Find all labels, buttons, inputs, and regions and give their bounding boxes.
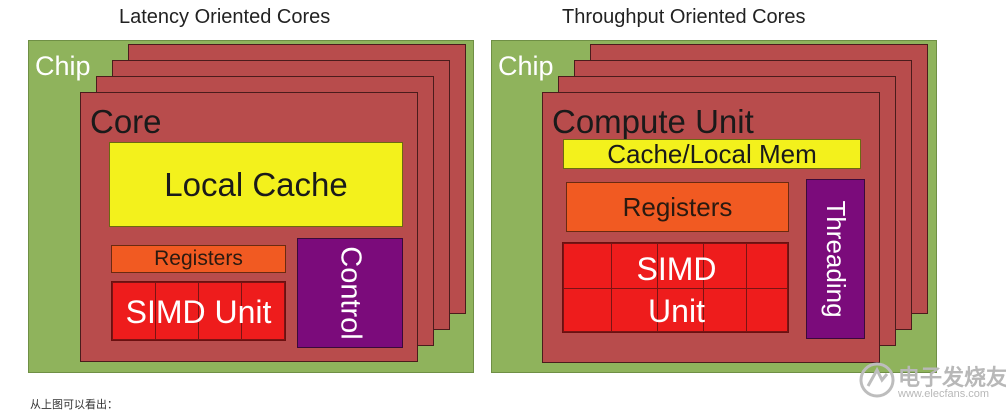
right-compute-unit: Compute Unit Cache/Local Mem Registers S… [542,92,880,363]
right-cache-local-mem: Cache/Local Mem [563,139,861,169]
left-chip-label: Chip [35,51,91,81]
right-simd-cell [746,288,788,332]
footer-caption: 从上图可以看出： [30,399,118,411]
right-threading-label: Threading [820,200,851,318]
right-threading: Threading [806,179,865,339]
left-local-cache-label: Local Cache [164,165,348,203]
right-registers: Registers [566,182,789,232]
left-simd-cell [241,282,285,340]
right-chip-label: Chip [498,51,554,81]
left-registers-label: Registers [154,247,243,270]
right-simd-unit: SIMD Unit [562,242,789,333]
right-simd-label-line1: SIMD [636,251,717,287]
right-cache-local-mem-label: Cache/Local Mem [607,138,817,169]
watermark: 电子发烧友 www.elecfans.com [858,358,1006,406]
watermark-url: www.elecfans.com [898,388,990,400]
right-compute-unit-label: Compute Unit [552,103,754,140]
left-control: Control [297,238,403,348]
left-registers: Registers [111,245,286,273]
watermark-logo-icon [859,362,895,398]
left-simd-unit: SIMD Unit [111,281,286,341]
left-core: Core Local Cache Registers SIMD Unit Con… [80,92,418,362]
right-simd-label-line2: Unit [648,293,705,329]
right-diagram-title: Throughput Oriented Cores [562,6,806,28]
right-registers-label: Registers [622,191,733,222]
left-local-cache: Local Cache [109,142,403,227]
watermark-text: 电子发烧友 [898,366,1006,391]
left-diagram-title: Latency Oriented Cores [119,6,331,28]
left-core-label: Core [90,103,162,140]
left-control-label: Control [334,246,367,340]
left-simd-label: SIMD Unit [125,294,272,330]
